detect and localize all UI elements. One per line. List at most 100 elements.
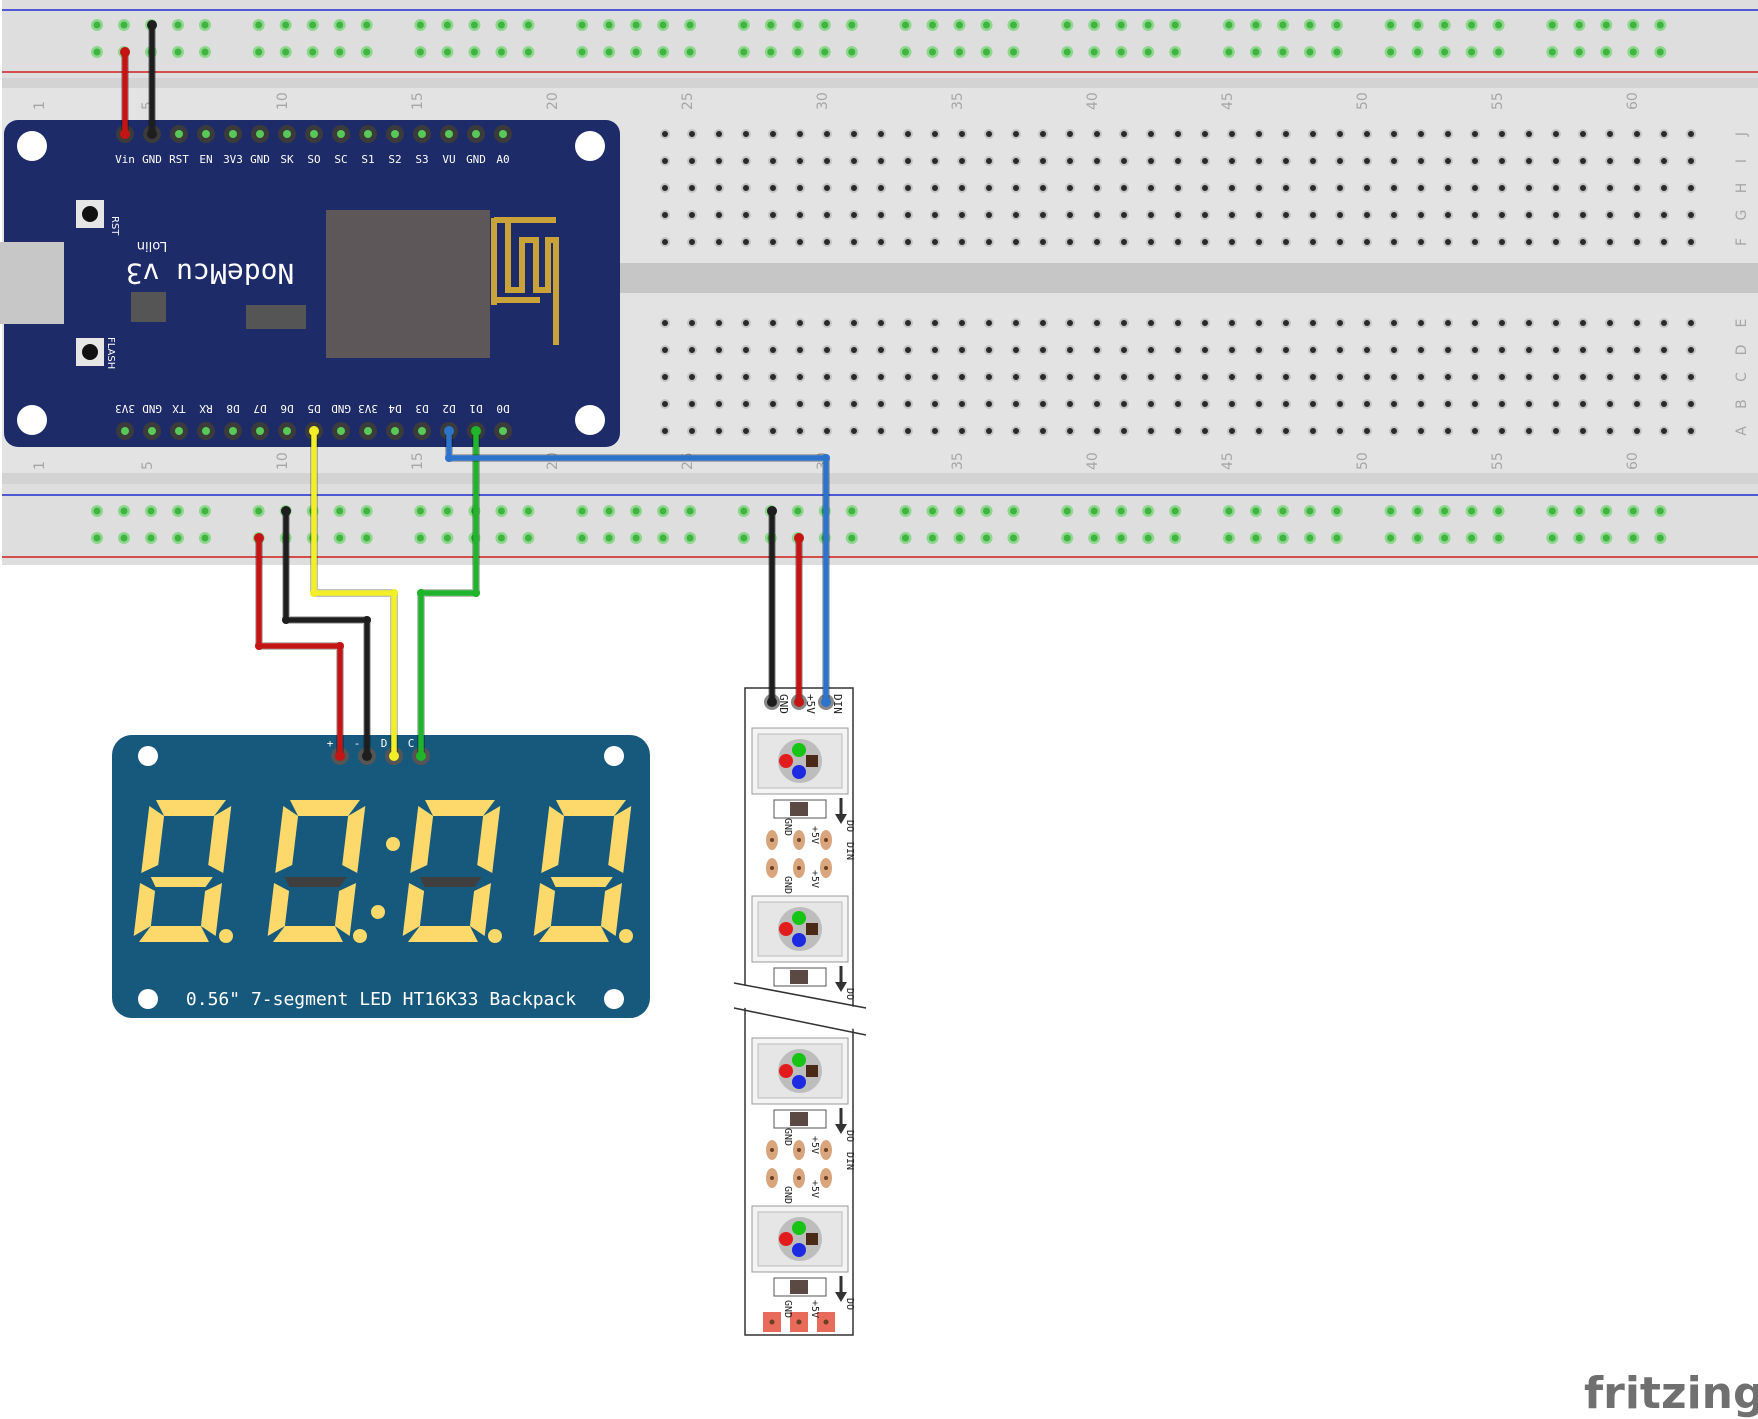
mount-hole (17, 131, 47, 161)
row-letter: F (1734, 238, 1750, 246)
column-number: 40 (1085, 452, 1101, 470)
pcb-antenna (491, 217, 559, 345)
pad-label: +5V (809, 1136, 820, 1154)
column-number: 10 (275, 92, 291, 110)
wire-display-vcc-red[interactable] (256, 535, 343, 759)
pin-label: D1 (469, 402, 482, 415)
pin-label: RX (199, 402, 213, 415)
strip-break (730, 983, 870, 1032)
blue-die (792, 933, 806, 947)
row-letter: H (1734, 183, 1750, 194)
wire-strip-din-blue[interactable] (446, 428, 829, 705)
column-number: 1 (32, 461, 48, 470)
pin-label: 3V3 (115, 402, 135, 415)
pin-label: D0 (496, 402, 509, 415)
pad-label: DIN (844, 1152, 855, 1170)
row-letter: B (1734, 399, 1750, 409)
column-number: 20 (545, 92, 561, 110)
strip-pin-label: GND (777, 694, 790, 714)
green-die (792, 911, 806, 925)
row-letter: D (1734, 345, 1750, 356)
pin-label: S1 (361, 153, 374, 166)
column-number: 10 (275, 452, 291, 470)
pin-label: D6 (280, 402, 293, 415)
nodemcu-pcb (4, 120, 620, 447)
pin-label: D8 (226, 402, 239, 415)
red-die (779, 1064, 793, 1078)
red-die (779, 922, 793, 936)
pin-label: SO (307, 153, 320, 166)
red-die (779, 754, 793, 768)
display-pin-label: + (327, 737, 334, 750)
pad-label: GND (782, 876, 793, 894)
rst-label: RST (109, 216, 120, 236)
pad-label: GND (782, 1186, 793, 1204)
green-die (792, 1053, 806, 1067)
chip (131, 292, 166, 322)
display-pcb (112, 735, 650, 1018)
esp-module-shield (326, 210, 490, 358)
pad-label: GND (782, 1128, 793, 1146)
wire-display-sda-yellow[interactable] (311, 428, 397, 759)
pin-label: D5 (307, 402, 320, 415)
led-lens (778, 739, 822, 783)
pin-label: EN (199, 153, 212, 166)
strip-pin-label: GND (782, 1300, 793, 1318)
column-number: 40 (1085, 92, 1101, 110)
mount-hole (604, 989, 624, 1009)
pin-label: D7 (253, 402, 266, 415)
pin-label: GND (331, 402, 351, 415)
strip-pin-label: DO (844, 820, 855, 832)
column-number: 60 (1625, 452, 1641, 470)
strip-pin-label: DO (844, 988, 855, 1000)
blue-die (792, 1075, 806, 1089)
digit (402, 800, 502, 943)
led-pixel: DO (751, 1205, 855, 1310)
mount-hole (138, 746, 158, 766)
pin-label: SK (280, 153, 294, 166)
pin-label: S3 (415, 153, 428, 166)
display-pin-label: C (408, 737, 415, 750)
row-letter: A (1734, 426, 1750, 436)
mount-hole (575, 405, 605, 435)
row-letter: G (1734, 210, 1750, 221)
led-lens (778, 907, 822, 951)
column-number: 50 (1355, 92, 1371, 110)
wire-display-gnd-black[interactable] (283, 508, 370, 759)
digit (133, 800, 233, 943)
column-number: 15 (410, 452, 426, 470)
blue-die (792, 765, 806, 779)
mount-hole (138, 989, 158, 1009)
column-number: 15 (410, 92, 426, 110)
led-pixel: DO (751, 727, 855, 832)
pin-label: VU (442, 153, 455, 166)
column-number: 50 (1355, 452, 1371, 470)
chip (246, 305, 306, 329)
column-number: 5 (140, 461, 156, 470)
pin-label: 3V3 (223, 153, 243, 166)
pin-label: SC (334, 153, 347, 166)
pin-label: TX (172, 402, 186, 415)
led-pixel: DO (751, 1037, 855, 1142)
wire-display-scl-green[interactable] (418, 428, 479, 759)
led-pixel: DO (751, 895, 855, 1000)
column-number: 30 (815, 92, 831, 110)
display-label: 0.56" 7-segment LED HT16K33 Backpack (186, 989, 576, 1010)
flash-label: FLASH (105, 337, 116, 369)
pin-label: D4 (388, 402, 402, 415)
pad-label: GND (782, 818, 793, 836)
pin-label: S2 (388, 153, 401, 166)
blue-die (792, 1243, 806, 1257)
pin-label: D2 (442, 402, 455, 415)
column-number: 25 (680, 92, 696, 110)
mount-hole (17, 405, 47, 435)
column-number: 45 (1220, 92, 1236, 110)
display-pin-label: D (381, 737, 388, 750)
row-letter: I (1734, 159, 1750, 163)
led-lens (778, 1049, 822, 1093)
pad-label: +5V (809, 870, 820, 888)
pin-label: RST (169, 153, 189, 166)
row-letter: C (1734, 372, 1750, 382)
